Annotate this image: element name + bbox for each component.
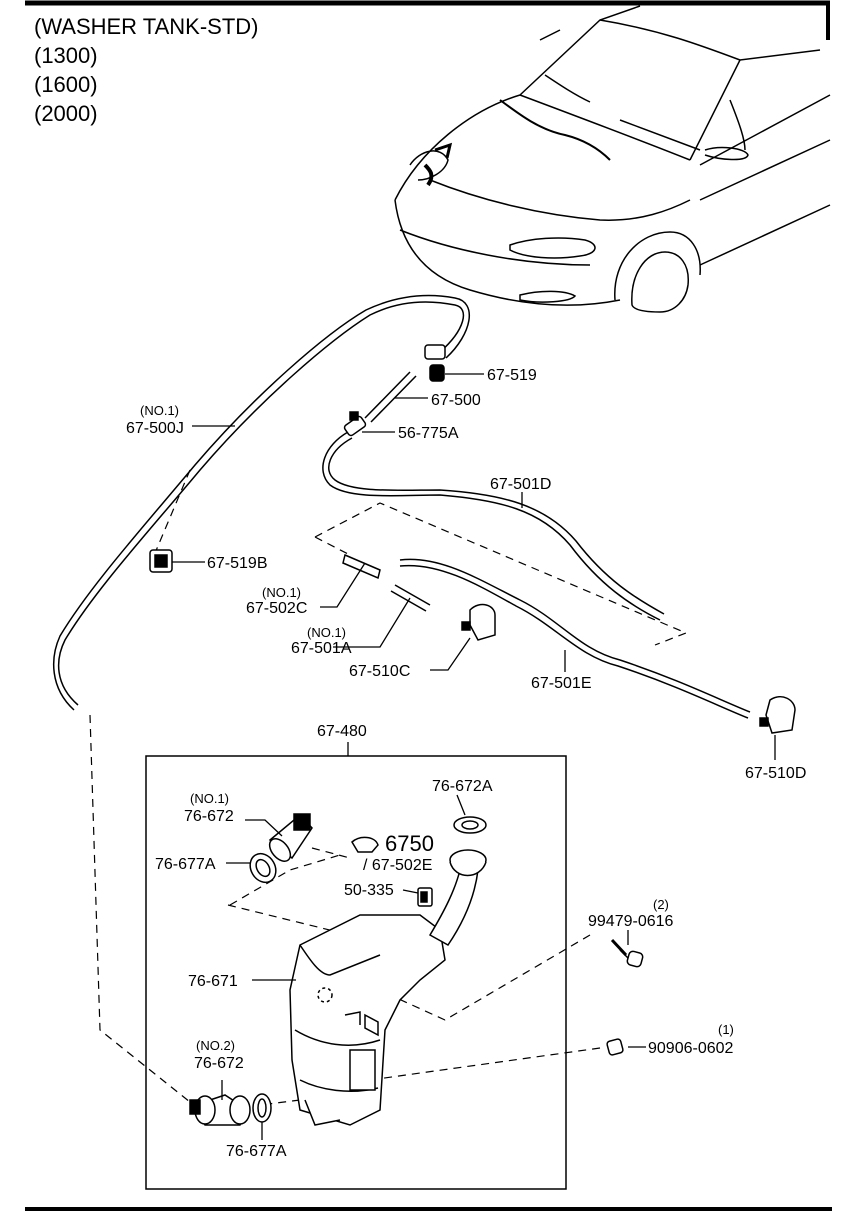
nut-90906-0602 bbox=[606, 1038, 624, 1056]
seal-76-677A-bottom bbox=[252, 1093, 272, 1123]
joint-67-519 bbox=[424, 344, 446, 382]
label-67-501A-note: (NO.1) bbox=[307, 625, 346, 640]
washer-hoses bbox=[52, 294, 751, 719]
vehicle-illustration bbox=[394, 5, 831, 313]
joint-56-775A bbox=[343, 411, 367, 437]
label-67-502C-note: (NO.1) bbox=[262, 585, 301, 600]
hose-67-501A bbox=[394, 584, 431, 606]
label-67-480: 67-480 bbox=[317, 723, 367, 740]
clip-67-519B bbox=[149, 549, 173, 573]
grommet-6750 bbox=[351, 836, 379, 853]
label-67-501E: 67-501E bbox=[531, 675, 592, 692]
label-50-335: 50-335 bbox=[344, 882, 394, 899]
label-99479-0616: 99479-0616 bbox=[588, 913, 674, 930]
tank-assembly-frame bbox=[145, 755, 567, 1190]
label-67-501D: 67-501D bbox=[490, 476, 551, 493]
label-67-500J-note: (NO.1) bbox=[140, 403, 179, 418]
label-90906-note: (1) bbox=[718, 1022, 734, 1037]
page-border-lines bbox=[25, 0, 832, 1211]
diagram-title: (WASHER TANK-STD) (1300) (1600) (2000) bbox=[34, 12, 258, 128]
label-6750: 6750 bbox=[385, 831, 434, 856]
leader-lines bbox=[172, 373, 776, 1140]
clip-50-335 bbox=[417, 887, 433, 907]
label-76-677A-bottom: 76-677A bbox=[226, 1143, 287, 1160]
nozzle-67-510C bbox=[461, 603, 496, 641]
callout-labels: 67-519 67-500 56-775A (NO.1) 67-500J 67-… bbox=[126, 367, 806, 1160]
pump-76-672-no1 bbox=[268, 813, 313, 862]
title-line-1600: (1600) bbox=[34, 72, 98, 97]
hose-67-501E bbox=[399, 558, 751, 713]
label-76-672A: 76-672A bbox=[432, 778, 493, 795]
bolt-99479-0616 bbox=[610, 938, 644, 968]
title-line-2000: (2000) bbox=[34, 101, 98, 126]
hose-67-501D bbox=[322, 431, 661, 621]
label-76-677A-top: 76-677A bbox=[155, 856, 216, 873]
label-67-500: 67-500 bbox=[431, 392, 481, 409]
label-67-500J: 67-500J bbox=[126, 420, 184, 437]
label-76-671: 76-671 bbox=[188, 973, 238, 990]
joint-67-502C bbox=[342, 553, 381, 580]
pump-76-672-no2 bbox=[189, 1094, 251, 1126]
connector-parts bbox=[149, 344, 796, 734]
label-67-501A: 67-501A bbox=[291, 640, 352, 657]
label-67-502C: 67-502C bbox=[246, 600, 307, 617]
label-76-672-no1-note: (NO.1) bbox=[190, 791, 229, 806]
seal-76-677A-top bbox=[249, 852, 277, 884]
label-90906-0602: 90906-0602 bbox=[648, 1040, 734, 1057]
label-76-672-no2: 76-672 bbox=[194, 1055, 244, 1072]
title-line-1300: (1300) bbox=[34, 43, 98, 68]
label-67-519B: 67-519B bbox=[207, 555, 268, 572]
label-67-510C: 67-510C bbox=[349, 663, 410, 680]
hose-67-500 bbox=[364, 371, 411, 419]
label-67-510D: 67-510D bbox=[745, 765, 806, 782]
label-67-502E: / 67-502E bbox=[363, 857, 432, 874]
title-line-washer-tank: (WASHER TANK-STD) bbox=[34, 14, 259, 39]
label-76-672-no2-note: (NO.2) bbox=[196, 1038, 235, 1053]
label-99479-note: (2) bbox=[653, 897, 669, 912]
label-67-519: 67-519 bbox=[487, 367, 537, 384]
label-56-775A: 56-775A bbox=[398, 425, 459, 442]
washer-tank-illustration bbox=[289, 816, 487, 1126]
nozzle-67-510D bbox=[759, 696, 796, 734]
label-76-672-no1: 76-672 bbox=[184, 808, 234, 825]
tank-small-parts bbox=[189, 813, 644, 1126]
hose-67-500J bbox=[57, 301, 465, 706]
